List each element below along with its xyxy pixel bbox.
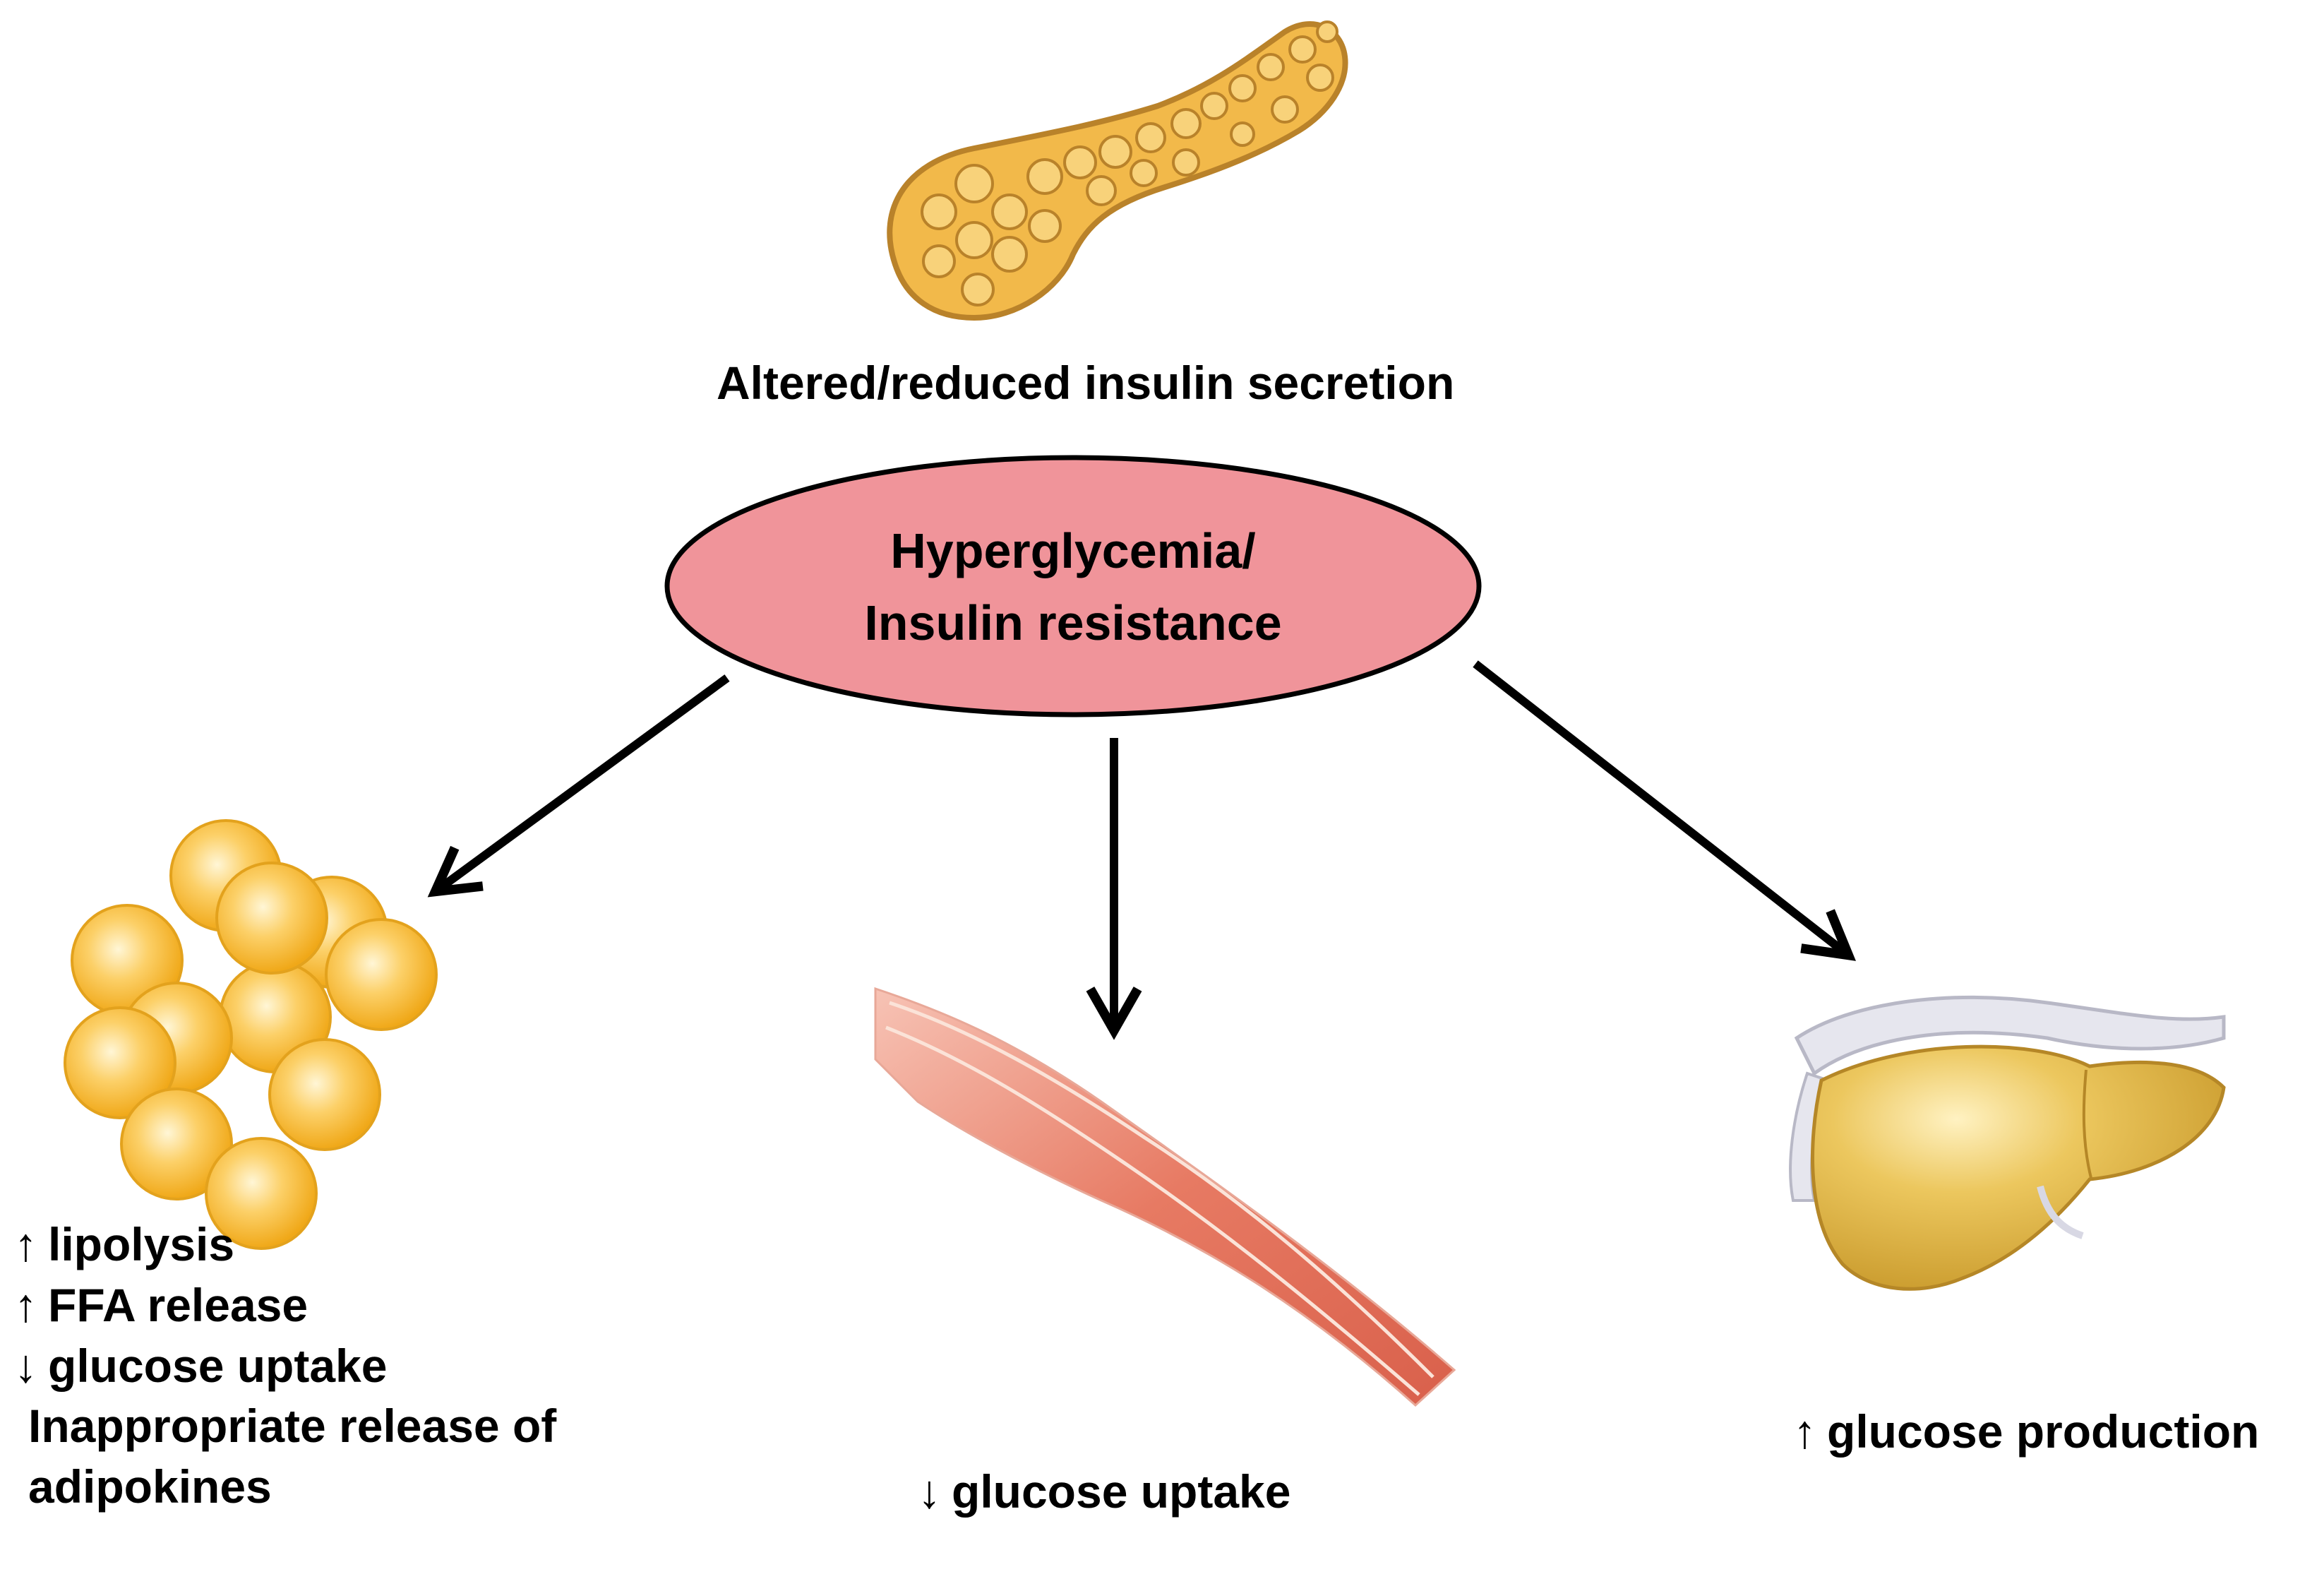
- adipose-extra-line-1: Inappropriate release of: [28, 1400, 557, 1453]
- pancreas-icon: [887, 20, 1348, 321]
- adipose-effect-1: ↑lipolysis: [14, 1215, 556, 1275]
- arrow-to-liver: [1473, 660, 1856, 961]
- adipose-effect-2: ↑FFA release: [14, 1275, 556, 1336]
- center-ellipse: [664, 455, 1482, 717]
- pancreas-caption: Altered/reduced insulin secretion: [717, 357, 1455, 409]
- fat-cells-icon: [64, 819, 438, 1250]
- center-label: Hyperglycemia/ Insulin resistance: [791, 516, 1355, 659]
- down-arrow-icon: ↓: [14, 1339, 37, 1392]
- adipose-effects: ↑lipolysis ↑FFA release ↓glucose uptake …: [14, 1215, 556, 1518]
- adipose-extra-line-2: adipokines: [28, 1460, 272, 1513]
- center-line-1: Hyperglycemia/: [890, 523, 1256, 578]
- center-line-2: Insulin resistance: [864, 595, 1282, 650]
- muscle-icon: [874, 987, 1456, 1407]
- liver-icon: [1789, 995, 2226, 1291]
- adipose-effect-3: ↓glucose uptake: [14, 1336, 556, 1397]
- down-arrow-icon: ↓: [918, 1465, 941, 1518]
- liver-effect: ↑glucose production: [1793, 1402, 2259, 1462]
- up-arrow-icon: ↑: [14, 1278, 37, 1331]
- up-arrow-icon: ↑: [14, 1218, 37, 1270]
- muscle-effect: ↓glucose uptake: [918, 1462, 1290, 1523]
- up-arrow-icon: ↑: [1793, 1405, 1816, 1458]
- arrow-to-adipose: [427, 674, 730, 898]
